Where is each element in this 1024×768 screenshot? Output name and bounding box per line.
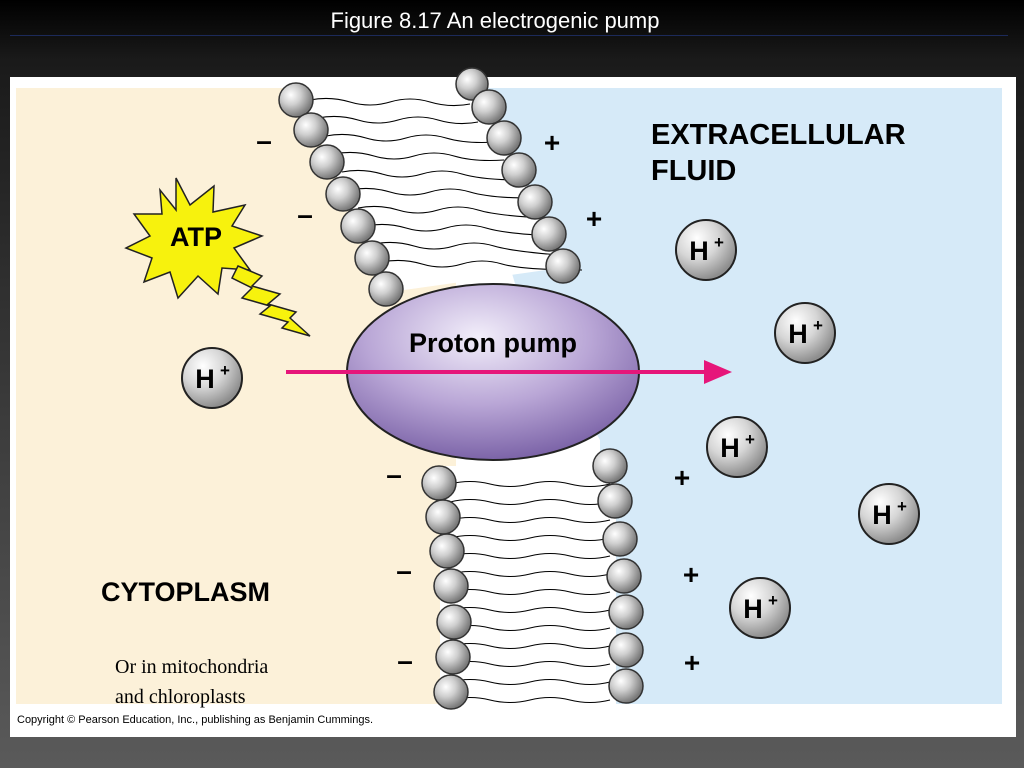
minus-sign: –: [256, 125, 272, 156]
atp-burst: [124, 177, 265, 300]
proton-ion-cytoplasm: H +: [181, 347, 243, 409]
proton-ion-outside-4: H +: [858, 483, 920, 545]
proton-ion-outside-1: H +: [675, 219, 737, 281]
title-divider: [10, 35, 1008, 36]
svg-text:+: +: [813, 316, 823, 335]
svg-text:H: H: [689, 236, 709, 266]
energy-bolt-icon: [230, 265, 311, 337]
cytoplasm-label: CYTOPLASM: [101, 577, 270, 607]
atp-label: ATP: [170, 222, 222, 252]
minus-sign: –: [386, 459, 402, 490]
proton-ion-outside-5: H +: [729, 577, 791, 639]
extracellular-label-line1: EXTRACELLULAR: [651, 119, 906, 151]
plus-sign: +: [586, 203, 602, 234]
plus-sign: +: [684, 647, 700, 678]
phospholipid-heads-upper-inner: [278, 82, 404, 307]
svg-text:H: H: [872, 500, 892, 530]
lipid-tails-lower: [449, 480, 611, 704]
minus-sign: –: [297, 199, 313, 230]
phospholipid-heads-lower-inner: [421, 465, 472, 710]
proton-ion-outside-3: H +: [706, 416, 768, 478]
svg-text:H: H: [720, 433, 740, 463]
svg-text:+: +: [220, 361, 230, 380]
location-note-line2: and chloroplasts: [115, 686, 246, 708]
svg-text:+: +: [714, 233, 724, 252]
minus-sign: –: [397, 645, 413, 676]
membrane-charges: – – – – – + + + + +: [256, 125, 700, 678]
transport-arrowhead: [704, 360, 732, 384]
lipid-tails-upper: [309, 97, 583, 271]
location-note: Or in mitochondria and chloroplasts: [115, 652, 355, 712]
svg-text:H: H: [195, 364, 215, 394]
location-note-line1: Or in mitochondria: [115, 656, 269, 678]
phospholipid-heads-lower-outer: [592, 448, 644, 704]
phospholipid-heads-upper-outer: [455, 67, 581, 284]
svg-text:+: +: [768, 591, 778, 610]
extracellular-label-line2: FLUID: [651, 155, 736, 187]
copyright-notice: Copyright © Pearson Education, Inc., pub…: [17, 714, 374, 726]
plus-sign: +: [674, 462, 690, 493]
plus-sign: +: [683, 559, 699, 590]
svg-text:+: +: [745, 430, 755, 449]
proton-ion-outside-2: H +: [774, 302, 836, 364]
plus-sign: +: [544, 127, 560, 158]
minus-sign: –: [396, 555, 412, 586]
proton-pump-label: Proton pump: [409, 328, 577, 358]
svg-text:+: +: [897, 497, 907, 516]
slide-title: Figure 8.17 An electrogenic pump: [330, 8, 660, 33]
svg-text:H: H: [743, 594, 763, 624]
svg-text:H: H: [788, 319, 808, 349]
